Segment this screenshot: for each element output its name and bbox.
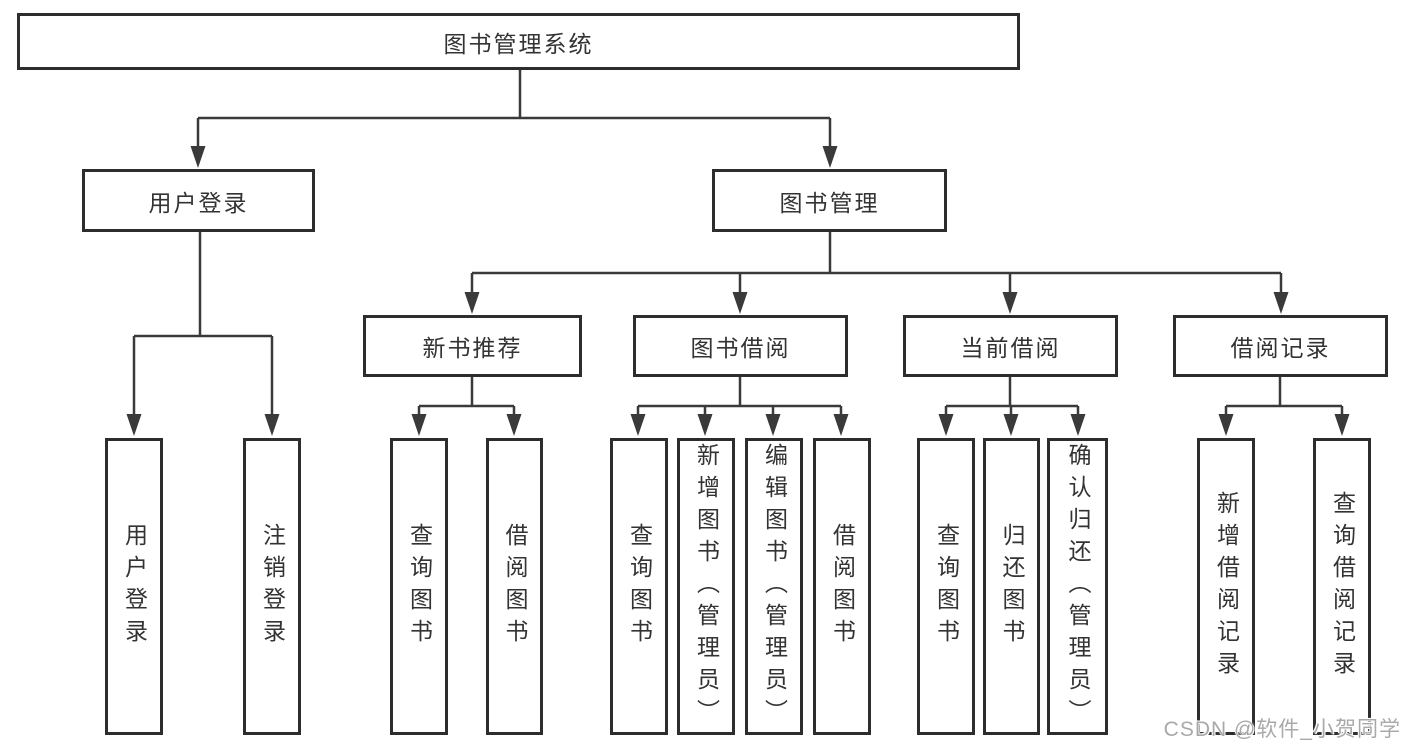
node-leaf-query-books-current: 查询图书 — [917, 438, 975, 735]
watermark: CSDN @软件_小贺同学 — [1163, 718, 1401, 741]
node-leaf-add-borrow-record: 新增借阅记录 — [1197, 438, 1255, 735]
node-leaf-query-books-borrow: 查询图书 — [610, 438, 668, 735]
node-leaf-confirm-return-admin: 确认归还（管理员） — [1047, 438, 1108, 735]
node-leaf-add-book-admin: 新增图书（管理员） — [677, 438, 735, 735]
node-leaf-borrow-books: 借阅图书 — [813, 438, 871, 735]
node-leaf-logout: 注销登录 — [243, 438, 301, 735]
node-leaf-edit-book-admin: 编辑图书（管理员） — [745, 438, 803, 735]
node-user-login: 用户登录 — [82, 169, 315, 232]
node-leaf-query-borrow-record: 查询借阅记录 — [1313, 438, 1371, 735]
node-new-book-recommend: 新书推荐 — [363, 315, 582, 377]
node-leaf-user-login: 用户登录 — [105, 438, 163, 735]
node-leaf-return-book: 归还图书 — [983, 438, 1040, 735]
node-book-borrow: 图书借阅 — [633, 315, 848, 377]
node-leaf-borrow-books-recommend: 借阅图书 — [486, 438, 543, 735]
node-current-borrow: 当前借阅 — [903, 315, 1118, 377]
node-borrow-records: 借阅记录 — [1173, 315, 1388, 377]
node-root: 图书管理系统 — [17, 13, 1020, 70]
node-book-management: 图书管理 — [712, 169, 947, 232]
node-leaf-query-books-recommend: 查询图书 — [390, 438, 448, 735]
